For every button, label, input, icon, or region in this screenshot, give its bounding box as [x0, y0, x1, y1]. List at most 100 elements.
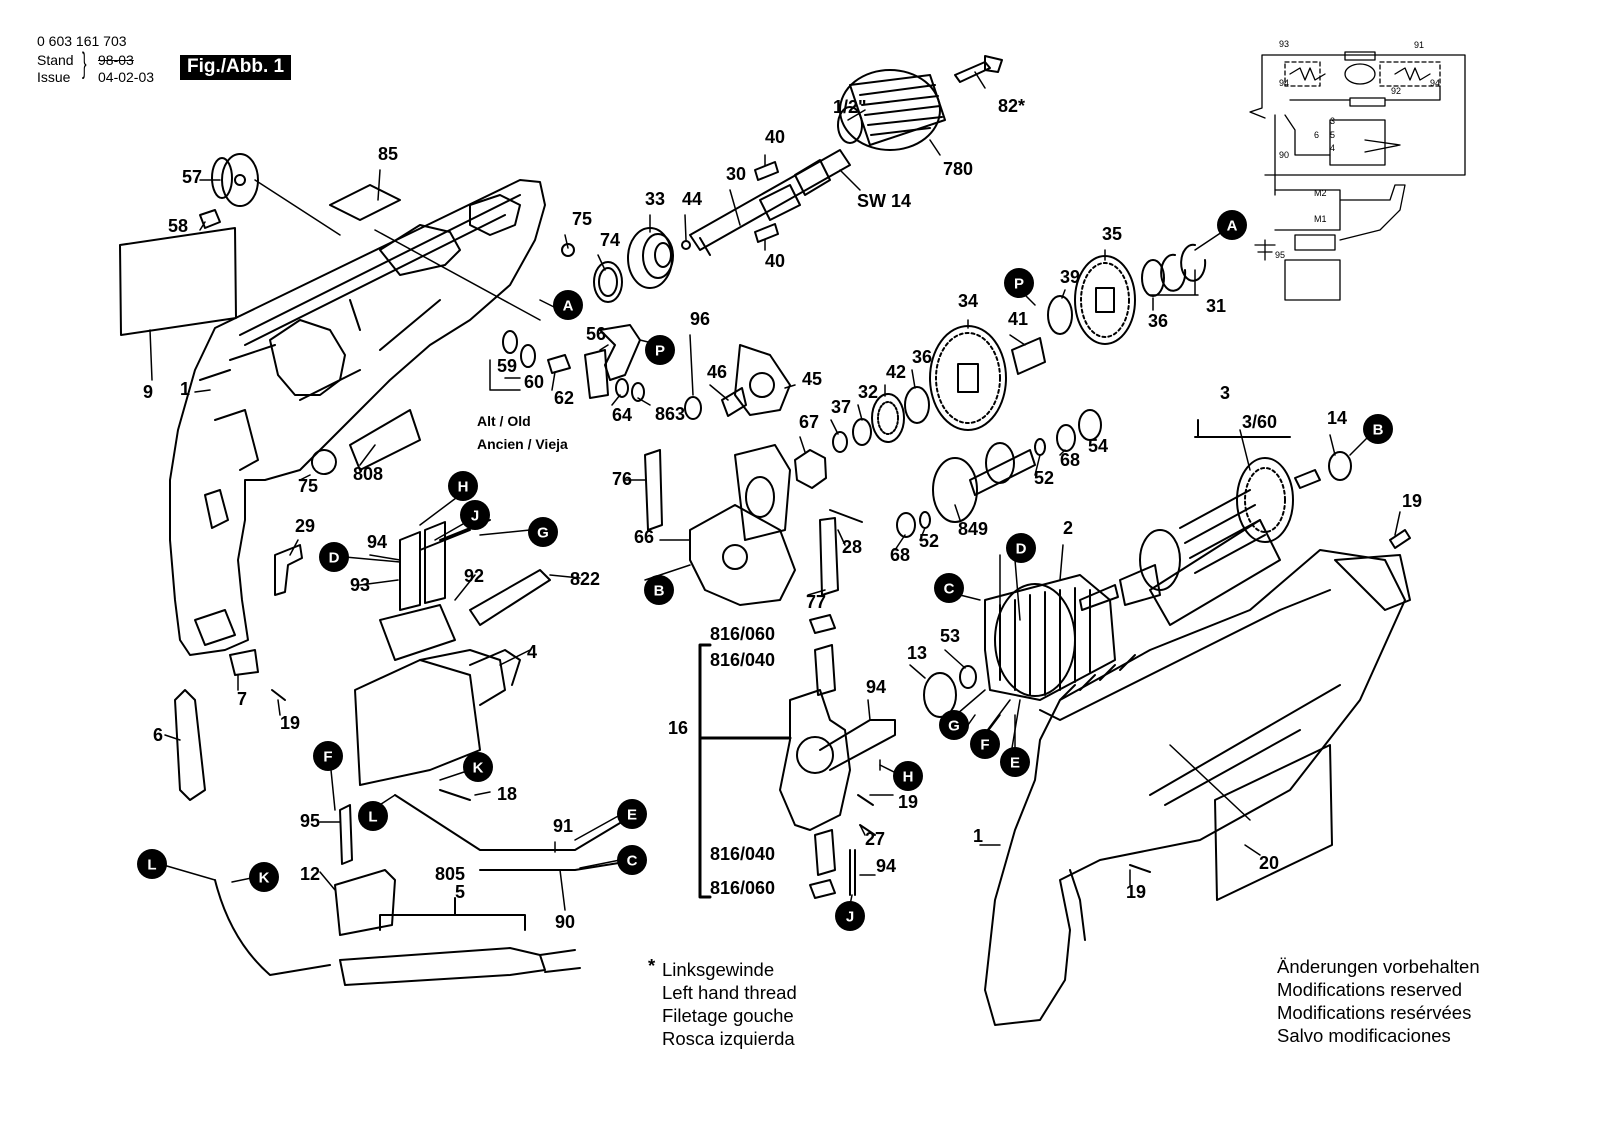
connection-marker: G: [939, 710, 969, 740]
marker-disc: [1363, 414, 1393, 444]
bearing-32: [852, 418, 872, 446]
callout-label: 16: [668, 718, 688, 738]
marker-letter: H: [903, 769, 914, 786]
callout-label: 75: [572, 209, 592, 229]
callout-label: 62: [554, 388, 574, 408]
callout-label: 18: [497, 784, 517, 804]
marker-letter: H: [458, 479, 469, 496]
marker-letter: L: [368, 809, 377, 826]
marker-disc: [553, 290, 583, 320]
schematic-label: 91: [1414, 40, 1424, 50]
marker-disc: [970, 729, 1000, 759]
schematic-label: 93: [1279, 39, 1289, 49]
callout-label: SW 14: [857, 191, 911, 211]
asterisk: *: [648, 955, 656, 976]
bracket-16: [698, 643, 792, 899]
connection-marker: H: [893, 761, 923, 791]
marker-disc: [1217, 210, 1247, 240]
callout-label: 849: [958, 519, 988, 539]
gear-34: [929, 325, 1007, 431]
wire-94-lower: [849, 849, 856, 896]
callout-label: Ancien / Vieja: [477, 436, 568, 452]
capacitor-95: [339, 804, 353, 865]
connection-marker: K: [463, 752, 493, 782]
washer-96: [684, 396, 702, 420]
callout-label: 40: [765, 127, 785, 147]
screw-19c: [1129, 864, 1151, 873]
marker-letter: F: [323, 749, 332, 766]
marker-disc: [463, 752, 493, 782]
callout-label: 46: [707, 362, 727, 382]
callout-label: 44: [682, 189, 702, 209]
washer-36b: [904, 386, 930, 424]
switch-4: [354, 649, 521, 786]
bearing-14: [1328, 451, 1352, 481]
retaining-ring-75: [561, 243, 575, 257]
marker-letter: K: [473, 760, 484, 777]
marker-disc: [893, 761, 923, 791]
schematic-label: 3: [1330, 116, 1335, 126]
callout-label: 94: [866, 677, 886, 697]
marker-disc: [313, 741, 343, 771]
marker-letter: E: [1010, 755, 1020, 772]
callout-label: 816/060: [710, 624, 775, 644]
callout-label: 34: [958, 291, 978, 311]
gear-35: [1074, 255, 1136, 345]
marker-disc: [939, 710, 969, 740]
sleeve-41: [1011, 337, 1046, 375]
callout-label: 816/060: [710, 878, 775, 898]
washer-52: [1034, 438, 1046, 456]
housing-half-left: [169, 179, 546, 656]
callout-label: 3/60: [1242, 412, 1277, 432]
cable-clamp-12: [334, 869, 396, 936]
clamp-56: [584, 324, 641, 399]
callout-label: 82*: [998, 96, 1025, 116]
figure-label: Fig./Abb. 1: [180, 55, 292, 80]
connection-marker: H: [448, 471, 478, 501]
connection-marker: A: [1217, 210, 1247, 240]
callout-label: 1: [180, 379, 190, 399]
callout-label: 52: [919, 531, 939, 551]
connection-marker: J: [835, 901, 865, 931]
spindle-30: [689, 149, 851, 256]
nameplate-20: [1214, 744, 1333, 901]
callout-label: 805: [435, 864, 465, 884]
note-line: Linksgewinde: [662, 959, 775, 980]
ring-863: [631, 382, 645, 402]
callout-label: 64: [612, 405, 632, 425]
modifications-note: Änderungen vorbehalten Modifications res…: [1277, 955, 1480, 1047]
ball-bearing-33: [627, 227, 674, 289]
marker-letter: J: [471, 508, 479, 525]
marker-disc: [617, 845, 647, 875]
note-line: Änderungen vorbehalten: [1277, 956, 1480, 977]
schematic-label: 6: [1314, 130, 1319, 140]
callout-label: 37: [831, 397, 851, 417]
cord-guard-6: [174, 689, 206, 801]
chuck-screw-82: [954, 55, 1003, 83]
spring-77: [819, 517, 839, 596]
callout-label: 12: [300, 864, 320, 884]
connection-marker: C: [934, 573, 964, 603]
housing-assembled-right: [984, 549, 1411, 1026]
marker-disc: [460, 500, 490, 530]
marker-disc: [448, 471, 478, 501]
callout-label: 93: [350, 575, 370, 595]
marker-disc: [934, 573, 964, 603]
callout-label: 4: [527, 642, 537, 662]
schematic-label: 94: [1430, 78, 1440, 88]
callout-label: 74: [600, 230, 620, 250]
ring-74: [593, 261, 623, 303]
gear-42: [871, 393, 905, 443]
callout-label: 75: [298, 476, 318, 496]
screw-28: [829, 509, 863, 523]
ring-59: [502, 330, 518, 354]
ring-53: [959, 665, 977, 689]
connection-marker: D: [1006, 533, 1036, 563]
screw-19b: [271, 689, 286, 701]
callout-label: 27: [865, 829, 885, 849]
callout-label: 41: [1008, 309, 1028, 329]
callout-label: 53: [940, 626, 960, 646]
